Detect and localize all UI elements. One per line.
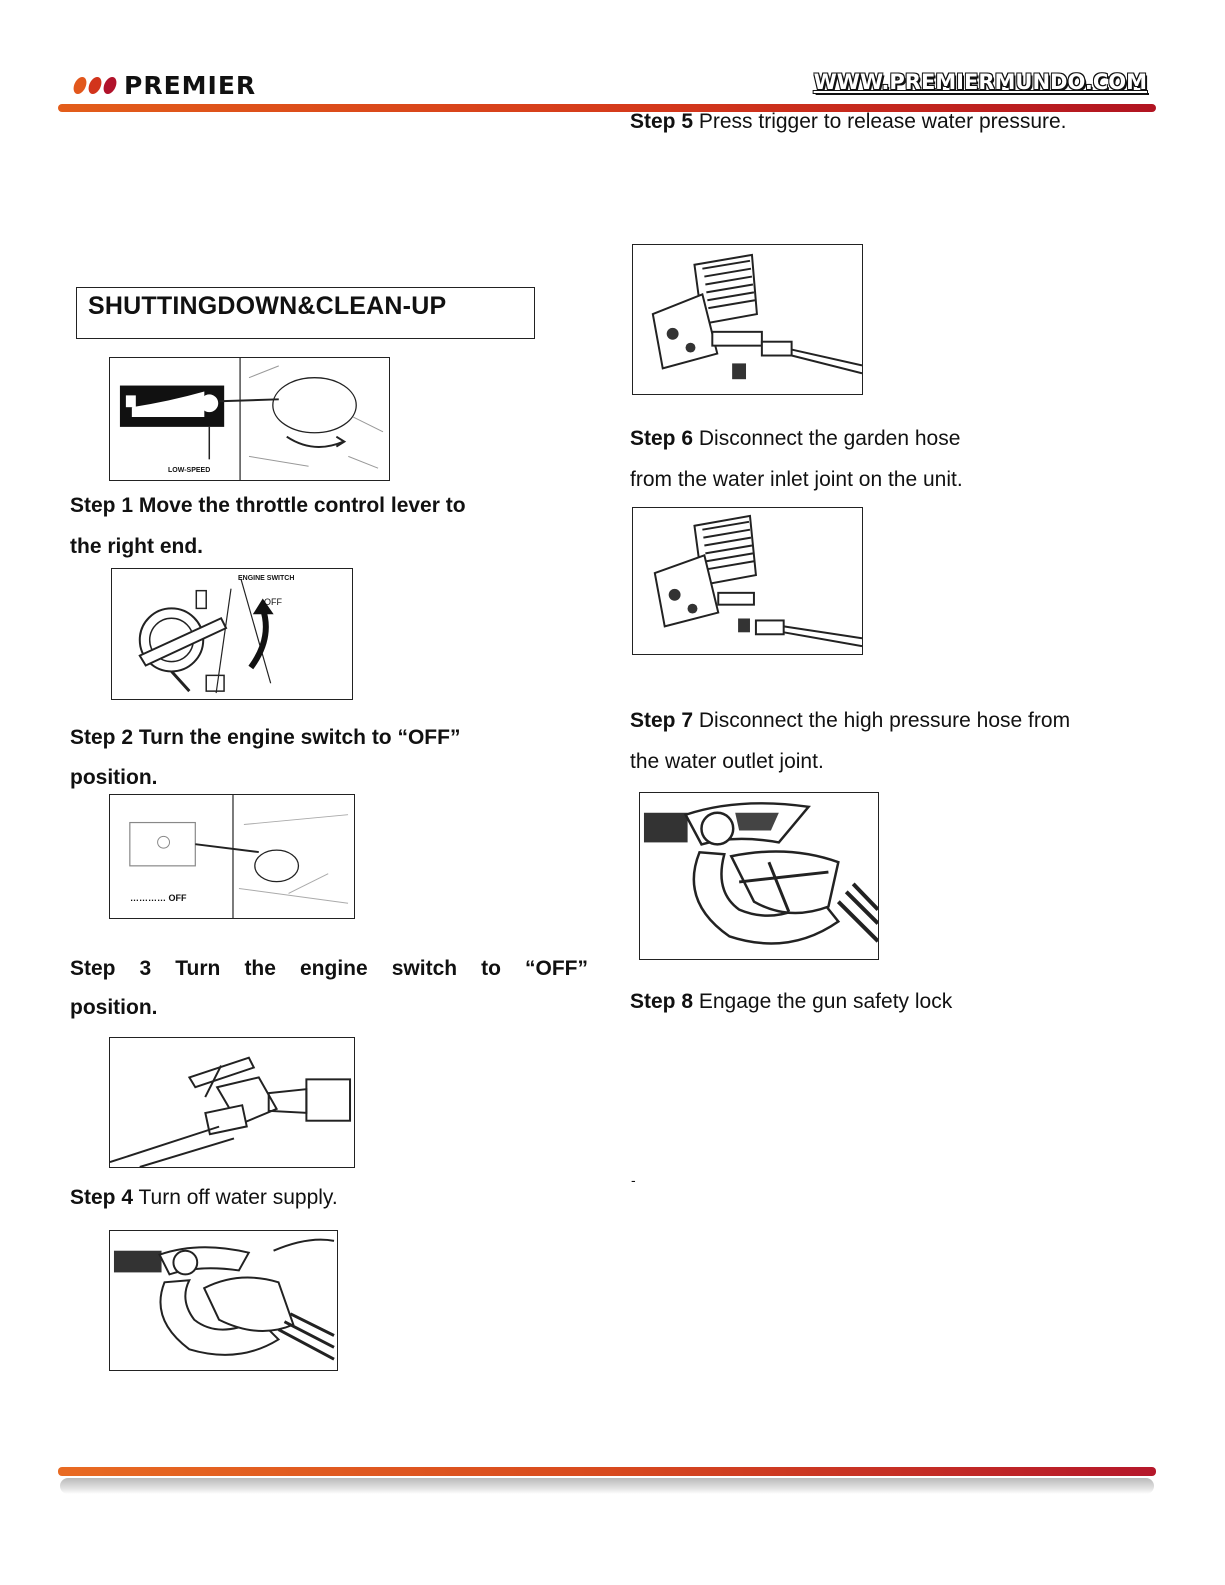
logo-dot (101, 76, 119, 94)
logo-dots-icon (71, 76, 119, 94)
step1-line1: Step 1 Move the throttle control lever t… (70, 494, 466, 517)
switch-off-illustration: ………… OFF (109, 794, 355, 919)
logo-dot (86, 76, 104, 94)
section-title-box (76, 287, 535, 339)
stray-mark: - (631, 1172, 636, 1188)
water-supply-illustration (109, 1037, 355, 1168)
logo-dot (71, 76, 89, 94)
brand-logo: PREMIER (71, 70, 257, 100)
step5-line: Step 5 Press trigger to release water pr… (630, 110, 1067, 134)
step3-line2: position. (70, 996, 158, 1019)
step8-label: Step 8 (630, 990, 694, 1013)
throttle-lever-illustration: LOW-SPEED (109, 357, 390, 481)
step6-line2: from the water inlet joint on the unit. (630, 468, 963, 491)
step4-text: Turn off water supply. (133, 1186, 338, 1209)
off-small-label: OFF (264, 597, 282, 607)
step6-line1: Step 6 Disconnect the garden hose (630, 427, 960, 451)
pump-inlet-illustration (632, 507, 863, 655)
step8-line: Step 8 Engage the gun safety lock (630, 990, 952, 1014)
step8-text: Engage the gun safety lock (693, 990, 953, 1013)
brand-name: PREMIER (124, 70, 257, 100)
step2-line2: position. (70, 766, 158, 789)
step7-text: Disconnect the high pressure hose from (693, 709, 1071, 732)
off-switch-text: OFF (168, 893, 187, 903)
trigger-hand-illustration (109, 1230, 338, 1371)
footer-shadow (60, 1478, 1154, 1494)
footer-divider (58, 1467, 1156, 1476)
header-divider (58, 104, 1156, 112)
step7-line1: Step 7 Disconnect the high pressure hose… (630, 709, 1070, 733)
engine-switch-label: ENGINE SWITCH (238, 575, 295, 582)
section-title: SHUTTINGDOWN&CLEAN-UP (88, 292, 447, 320)
pump-hose-illustration (632, 244, 863, 395)
step7-label: Step 7 (630, 709, 694, 732)
low-speed-label: LOW-SPEED (168, 467, 211, 474)
step6-label: Step 6 (630, 427, 694, 450)
step2-line1: Step 2 Turn the engine switch to “OFF” (70, 726, 461, 749)
step3-line1: Step 3 Turn the engine switch to “OFF” (70, 957, 588, 980)
step4-line: Step 4 Turn off water supply. (70, 1186, 338, 1210)
step6-text: Disconnect the garden hose (693, 427, 961, 450)
step1-line2: the right end. (70, 535, 203, 558)
off-switch-label: ………… OFF (130, 893, 187, 903)
step5-text: Press trigger to release water pressure. (693, 110, 1067, 133)
step5-label: Step 5 (630, 110, 694, 133)
website-link[interactable]: WWW.PREMIERMUNDO.COM (813, 70, 1147, 94)
step7-line2: the water outlet joint. (630, 750, 824, 773)
step4-label: Step 4 (70, 1186, 134, 1209)
gun-safety-lock-illustration (639, 792, 879, 960)
engine-switch-illustration: ENGINE SWITCH OFF (111, 568, 353, 700)
